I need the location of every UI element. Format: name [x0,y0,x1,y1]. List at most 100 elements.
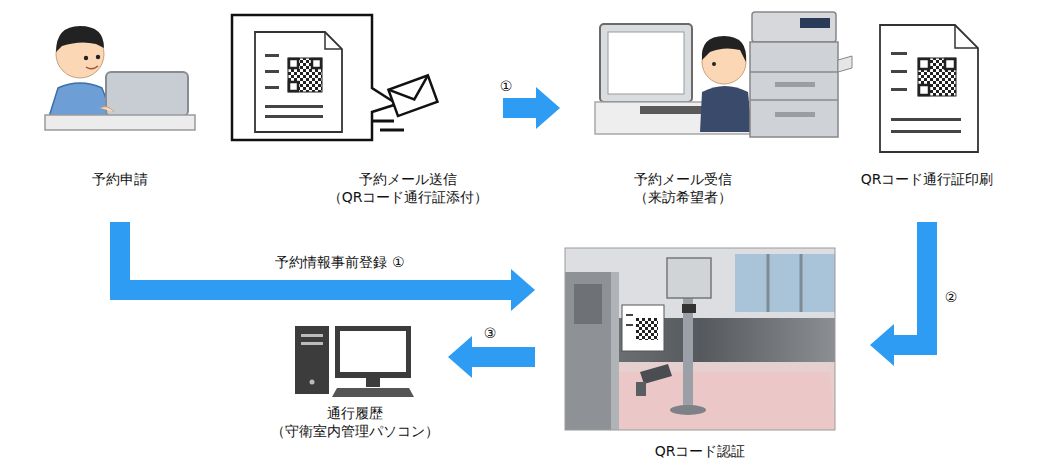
management-pc-illustration-part [332,388,414,397]
printed-pass-illustration-part [919,59,929,69]
mail-illustration-part [388,75,437,116]
node-label: QRコード通行証印刷 [855,170,1000,188]
node-label: 予約メール送信 （QRコード通行証添付） [313,170,503,206]
node-label: 通行履歴 （守衛室内管理パソコン） [265,404,445,440]
visitor-illustration-part [608,32,684,94]
qr-gate-photo-part [767,254,770,312]
node-caption: 通行履歴 （守衛室内管理パソコン） [265,404,445,440]
qr-gate-photo-part [670,405,706,415]
applicant-illustration-part [100,107,114,112]
printed-pass-illustration-part [945,59,955,69]
photo-frame [565,248,835,430]
management-pc-illustration-part [295,326,329,394]
edge-label: ② [942,288,961,306]
visitor-illustration-part [750,42,838,137]
applicant-illustration-part [106,72,188,116]
node-label: 予約メール受信 （来訪希望者） [608,170,758,206]
printed-pass-illustration-part [891,52,907,55]
printed-pass-illustration-part [880,25,978,152]
arrow-head [536,87,560,129]
arrow-head [511,269,535,311]
arrow-band [894,222,927,345]
mail-illustration-part [265,105,323,108]
illustrated-node: 通行履歴 （守衛室内管理パソコン） [262,318,448,445]
applicant-illustration [45,26,195,130]
mail-illustration-part-part [388,75,437,116]
printed-pass-illustration-part [891,70,907,73]
visitor-illustration [595,12,852,137]
node-caption: 予約メール送信 （QRコード通行証添付） [313,170,503,206]
flow-arrow [448,336,535,378]
arrow-band [120,222,511,290]
applicant-illustration-part [86,66,98,69]
mail-illustration-part [255,32,342,132]
illustrated-node: QRコード通行証印刷 [855,18,1001,222]
mail-illustration-part-part [388,75,434,106]
flow-arrow [503,87,560,129]
illustrated-node: 予約メール送信 （QRコード通行証添付） [225,10,503,222]
qr-gate-photo [565,248,835,430]
edge-label: 予約情報事前登録 ① [272,253,407,271]
printed-pass-illustration [880,25,978,152]
arrow-band [503,98,536,118]
management-pc-illustration-part [301,334,323,337]
visitor-illustration-part [600,24,692,102]
mail-illustration-part [288,58,322,92]
arrow-head [448,336,472,378]
management-pc-illustration [295,326,414,397]
arrow-band [472,347,535,367]
visitor-illustration-part [712,62,716,66]
qr-gate-photo-part [640,364,672,384]
qr-gate-photo-part [626,314,633,316]
visitor-illustration-part [702,36,746,62]
flow-arrow [120,222,535,311]
mail-illustration [232,15,437,140]
management-pc-illustration-part [366,378,380,387]
qr-gate-photo-part [636,318,658,340]
node-caption: QRコード通行証印刷 [855,170,1000,188]
node-label: QRコード認証 [600,442,800,460]
qr-gate-photo-part [636,382,646,396]
mail-illustration-part [265,115,323,118]
mail-illustration-part [372,120,394,123]
printed-pass-illustration-part [918,58,956,96]
illustrated-node: QRコード認証 [535,245,870,465]
applicant-illustration-part [45,115,195,130]
printed-pass-illustration-part [891,118,961,121]
visitor-illustration-part [750,99,838,101]
arrow-head [870,324,894,366]
visitor-illustration-part [838,56,852,72]
visitor-illustration-part [775,82,815,87]
management-pc-illustration-part [335,326,411,378]
mail-illustration-part [265,54,279,57]
visitor-illustration-part [800,18,830,28]
mail-illustration-part [265,86,279,89]
visitor-illustration-part [700,86,752,132]
applicant-illustration-part [96,55,100,59]
mail-illustration-part [232,15,397,140]
qr-gate-photo-part [626,324,633,326]
mail-illustration-part [312,59,321,68]
applicant-illustration-part [84,56,88,60]
qr-gate-photo-part [590,372,835,430]
qr-gate-photo-part [735,254,835,312]
qr-gate-photo-part [565,272,611,430]
node-caption: 予約申請 [45,170,195,188]
mail-illustration-part [289,59,298,68]
illustrated-node: 予約メール受信 （来訪希望者） [560,2,850,222]
mail-illustration-part [380,129,404,132]
qr-gate-photo-part [682,304,696,313]
node-label: 予約申請 [45,170,195,188]
qr-gate-photo-part [574,284,602,324]
qr-gate-photo-part [611,272,619,430]
printed-pass-illustration-part [955,25,978,48]
edge-label: ① [497,77,516,95]
flow-arrow [870,222,927,366]
illustrated-node: 予約申請 [35,10,205,222]
node-caption: QRコード認証 [600,442,800,460]
